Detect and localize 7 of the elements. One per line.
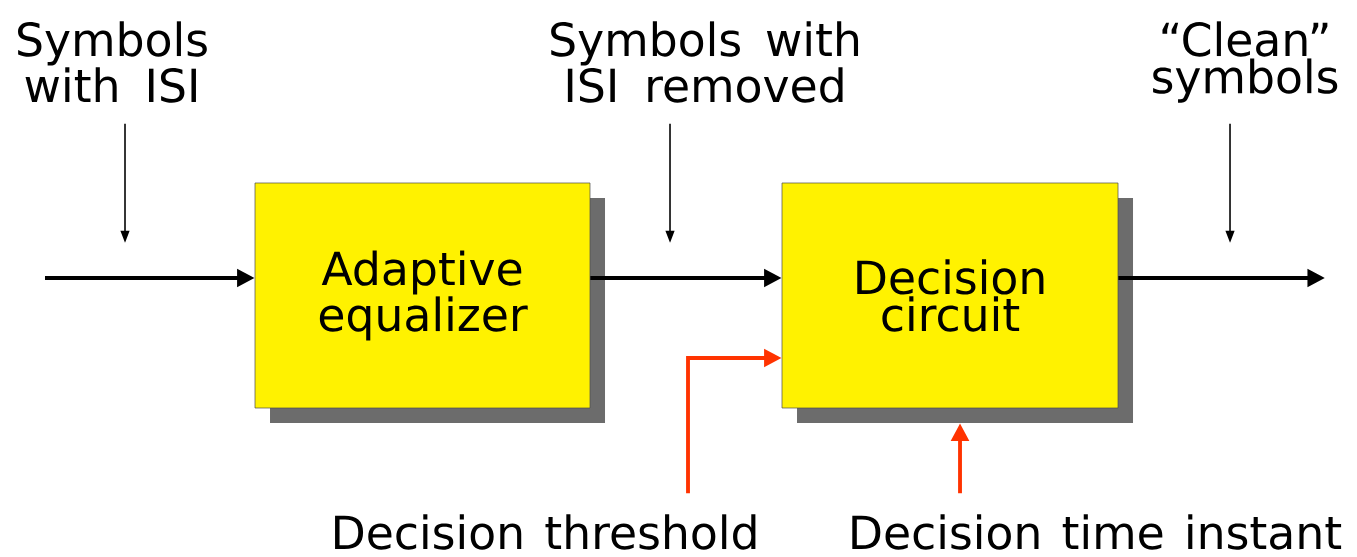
leader-text: Symbols with ISI removed — [551, 21, 859, 103]
leader-text: “Clean” symbols — [1153, 21, 1338, 103]
input-label: Decision time instant — [852, 514, 1342, 550]
process-box: Decision circuit — [781, 182, 1133, 423]
leader-text: Symbols with ISI — [18, 21, 207, 103]
process-box: Adaptive equalizer — [254, 182, 605, 423]
input-label: Decision threshold — [335, 514, 756, 550]
